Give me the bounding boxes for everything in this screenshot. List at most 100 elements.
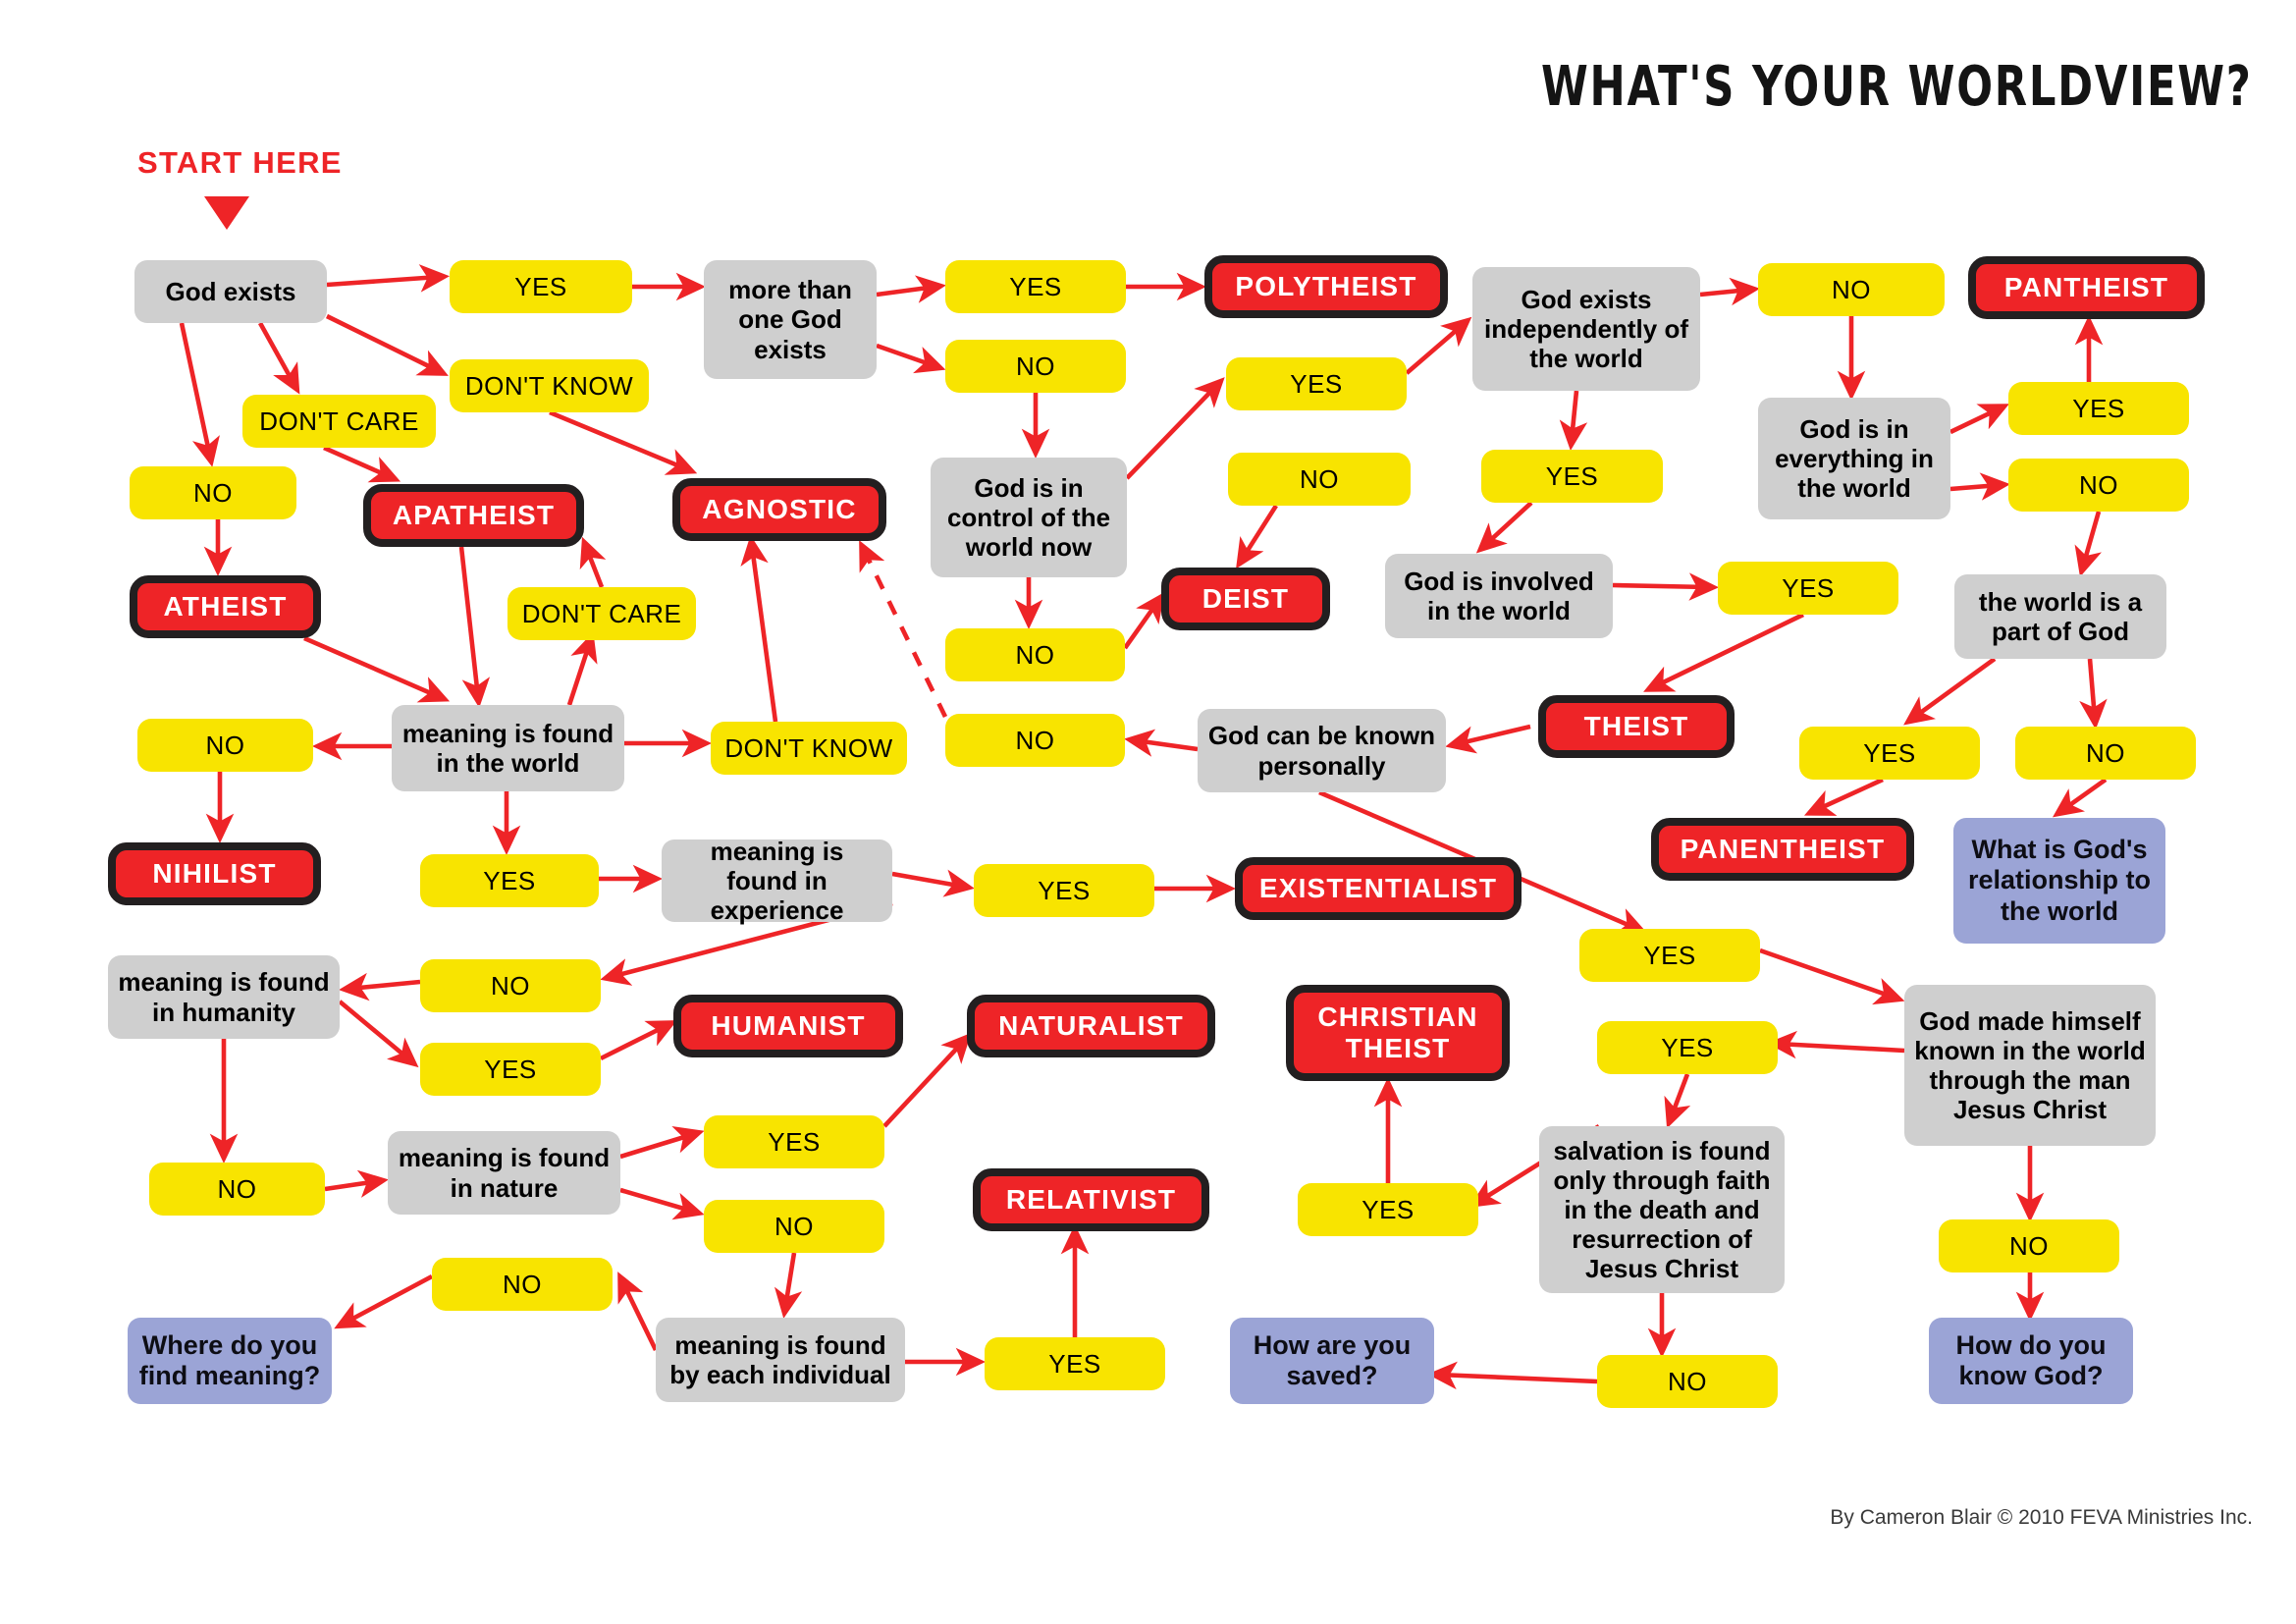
- node-how-are-you-saved[interactable]: How are you saved?: [1230, 1318, 1434, 1404]
- node-dont-care-1[interactable]: DON'T CARE: [242, 395, 436, 448]
- node-yes-3[interactable]: YES: [1226, 357, 1407, 410]
- node-label: God exists independently of the world: [1484, 284, 1688, 374]
- node-label: DON'T CARE: [259, 406, 419, 436]
- node-label: DON'T CARE: [521, 598, 682, 628]
- node-dont-care-2[interactable]: DON'T CARE: [507, 587, 696, 640]
- node-naturalist[interactable]: NATURALIST: [967, 995, 1215, 1057]
- node-no-13[interactable]: NO: [432, 1258, 613, 1311]
- node-no-8[interactable]: NO: [945, 714, 1125, 767]
- node-no-2[interactable]: NO: [945, 340, 1126, 393]
- node-yes-6[interactable]: YES: [2008, 382, 2189, 435]
- node-god-everything[interactable]: God is in everything in the world: [1758, 398, 1950, 519]
- node-deist[interactable]: DEIST: [1161, 568, 1330, 630]
- node-god-known-personally[interactable]: God can be known personally: [1198, 709, 1446, 792]
- node-yes-1[interactable]: YES: [450, 260, 632, 313]
- node-god-independently[interactable]: God exists independently of the world: [1472, 267, 1700, 391]
- node-label: NO: [1832, 274, 1871, 304]
- node-panentheist[interactable]: PANENTHEIST: [1651, 818, 1914, 881]
- node-label: NO: [1015, 725, 1055, 755]
- node-label: NO: [2086, 737, 2125, 768]
- node-relativist[interactable]: RELATIVIST: [973, 1168, 1209, 1231]
- node-yes-7[interactable]: YES: [1799, 727, 1980, 780]
- node-god-involved[interactable]: God is involved in the world: [1385, 554, 1613, 638]
- node-label: NO: [193, 477, 233, 508]
- node-label: YES: [1048, 1348, 1101, 1379]
- node-yes-11[interactable]: YES: [704, 1115, 884, 1168]
- node-god-made-himself-known[interactable]: God made himself known in the world thro…: [1904, 985, 2156, 1146]
- node-agnostic[interactable]: AGNOSTIC: [672, 478, 886, 541]
- node-no-7[interactable]: NO: [2015, 727, 2196, 780]
- node-god-control[interactable]: God is in control of the world now: [931, 458, 1127, 577]
- node-label: God can be known personally: [1207, 721, 1436, 781]
- start-here-label: START HERE: [137, 145, 343, 180]
- node-label: THEIST: [1583, 710, 1689, 741]
- node-meaning-in-nature[interactable]: meaning is found in nature: [388, 1131, 620, 1215]
- node-label: YES: [1782, 572, 1835, 603]
- node-salvation[interactable]: salvation is found only through faith in…: [1539, 1126, 1785, 1293]
- node-no-10[interactable]: NO: [420, 959, 601, 1012]
- node-yes-9[interactable]: YES: [974, 864, 1154, 917]
- node-apatheist[interactable]: APATHEIST: [363, 484, 584, 547]
- node-label: meaning is found in humanity: [118, 967, 330, 1027]
- node-label: YES: [2072, 393, 2125, 423]
- node-existentialist[interactable]: EXISTENTIALIST: [1235, 857, 1522, 920]
- node-meaning-in-world[interactable]: meaning is found in the world: [392, 705, 624, 791]
- node-pantheist[interactable]: PANTHEIST: [1968, 256, 2205, 319]
- node-meaning-in-humanity[interactable]: meaning is found in humanity: [108, 955, 340, 1039]
- node-label: YES: [514, 271, 567, 301]
- node-label: NO: [2009, 1230, 2049, 1261]
- node-label: God is in everything in the world: [1775, 413, 1934, 504]
- node-yes-12[interactable]: YES: [985, 1337, 1165, 1390]
- node-atheist[interactable]: ATHEIST: [130, 575, 321, 638]
- node-yes-15[interactable]: YES: [1579, 929, 1760, 982]
- node-more-than-one-god[interactable]: more than one God exists: [704, 260, 877, 379]
- node-label: NO: [217, 1173, 257, 1204]
- node-no-11[interactable]: NO: [149, 1163, 325, 1216]
- node-christian-theist[interactable]: CHRISTIAN THEIST: [1286, 985, 1510, 1081]
- node-world-part-of-god[interactable]: the world is a part of God: [1954, 574, 2166, 659]
- node-yes-14[interactable]: YES: [1597, 1021, 1778, 1074]
- node-dont-know-2[interactable]: DON'T KNOW: [711, 722, 907, 775]
- node-no-14[interactable]: NO: [1597, 1355, 1778, 1408]
- node-no-6[interactable]: NO: [2008, 459, 2189, 512]
- node-dont-know-1[interactable]: DON'T KNOW: [450, 359, 649, 412]
- node-label: YES: [1643, 940, 1696, 970]
- node-yes-8[interactable]: YES: [420, 854, 599, 907]
- node-label: YES: [483, 865, 536, 895]
- node-how-do-you-know-god[interactable]: How do you know God?: [1929, 1318, 2133, 1404]
- node-yes-5[interactable]: YES: [1718, 562, 1898, 615]
- node-yes-4[interactable]: YES: [1481, 450, 1663, 503]
- node-label: What is God's relationship to the world: [1967, 835, 2151, 926]
- node-god-exists[interactable]: God exists: [134, 260, 327, 323]
- node-label: APATHEIST: [392, 499, 556, 530]
- node-label: YES: [1038, 875, 1091, 905]
- node-no-15[interactable]: NO: [1939, 1219, 2119, 1272]
- node-no-4[interactable]: NO: [1228, 453, 1411, 506]
- node-meaning-each-individual[interactable]: meaning is found by each individual: [656, 1318, 905, 1402]
- node-label: Where do you find meaning?: [138, 1329, 321, 1390]
- node-what-is-gods-relationship[interactable]: What is God's relationship to the world: [1953, 818, 2165, 944]
- node-label: God made himself known in the world thro…: [1914, 1005, 2146, 1125]
- node-label: YES: [484, 1054, 537, 1084]
- node-label: YES: [1362, 1194, 1415, 1224]
- node-no-9[interactable]: NO: [137, 719, 313, 772]
- node-label: HUMANIST: [711, 1009, 866, 1041]
- node-yes-10[interactable]: YES: [420, 1043, 601, 1096]
- node-label: NATURALIST: [998, 1009, 1184, 1041]
- node-no-5[interactable]: NO: [1758, 263, 1945, 316]
- node-label: PANENTHEIST: [1680, 833, 1886, 864]
- node-no-1[interactable]: NO: [130, 466, 296, 519]
- node-yes-2[interactable]: YES: [945, 260, 1126, 313]
- node-meaning-in-experience[interactable]: meaning is found in experience: [662, 837, 892, 925]
- node-nihilist[interactable]: NIHILIST: [108, 842, 321, 905]
- node-polytheist[interactable]: POLYTHEIST: [1204, 255, 1448, 318]
- node-no-12[interactable]: NO: [704, 1200, 884, 1253]
- node-no-3[interactable]: NO: [945, 628, 1125, 681]
- node-yes-13[interactable]: YES: [1298, 1183, 1478, 1236]
- node-theist[interactable]: THEIST: [1538, 695, 1735, 758]
- node-humanist[interactable]: HUMANIST: [673, 995, 903, 1057]
- node-label: NO: [1668, 1366, 1707, 1396]
- node-label: DEIST: [1201, 582, 1290, 614]
- node-where-find-meaning[interactable]: Where do you find meaning?: [128, 1318, 332, 1404]
- node-label: God exists: [165, 276, 296, 306]
